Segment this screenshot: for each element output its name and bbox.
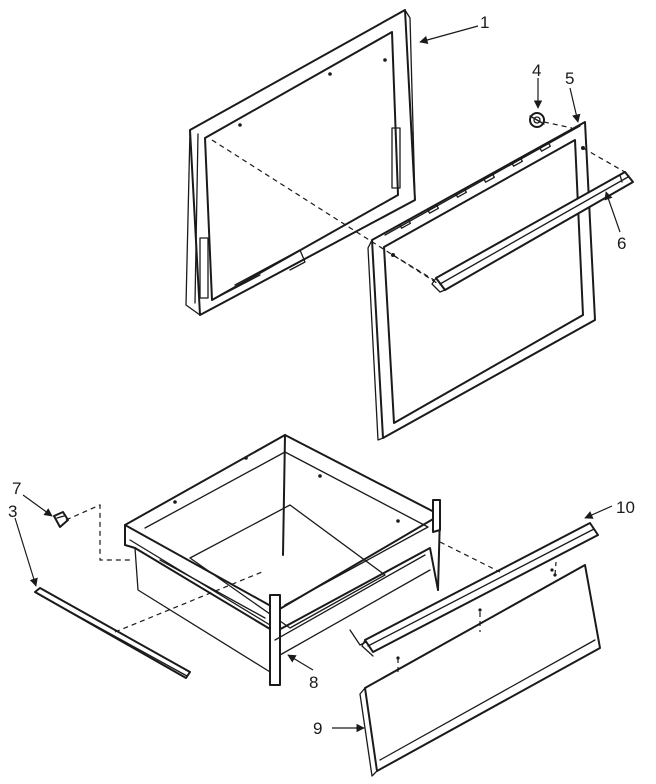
door-assembly-hidden-lines — [211, 121, 631, 286]
callout-10: 10 — [616, 498, 635, 517]
drawer-assembly-hidden-lines — [65, 504, 557, 672]
outer-door-frame — [185, 9, 416, 316]
drawer-stop-clip — [53, 511, 69, 528]
vent-slots — [399, 142, 551, 229]
callout-labels: 1 3 4 5 6 7 8 9 10 — [8, 13, 635, 738]
door-handle — [431, 171, 634, 293]
callout-3: 3 — [8, 502, 17, 521]
leader-lines — [14, 25, 621, 733]
callout-5: 5 — [565, 69, 574, 88]
callout-8: 8 — [309, 673, 318, 692]
drawer-body — [124, 434, 441, 686]
drawer-front-panel — [359, 564, 601, 777]
callout-4: 4 — [532, 61, 541, 80]
callout-9: 9 — [313, 719, 322, 738]
drawer-slide-rail — [34, 587, 191, 679]
door-screw — [529, 112, 545, 128]
callout-1: 1 — [480, 13, 489, 32]
inner-door-panel — [367, 121, 596, 441]
callout-6: 6 — [617, 234, 626, 253]
callout-7: 7 — [12, 479, 21, 498]
drawer-front-trim — [361, 522, 599, 657]
